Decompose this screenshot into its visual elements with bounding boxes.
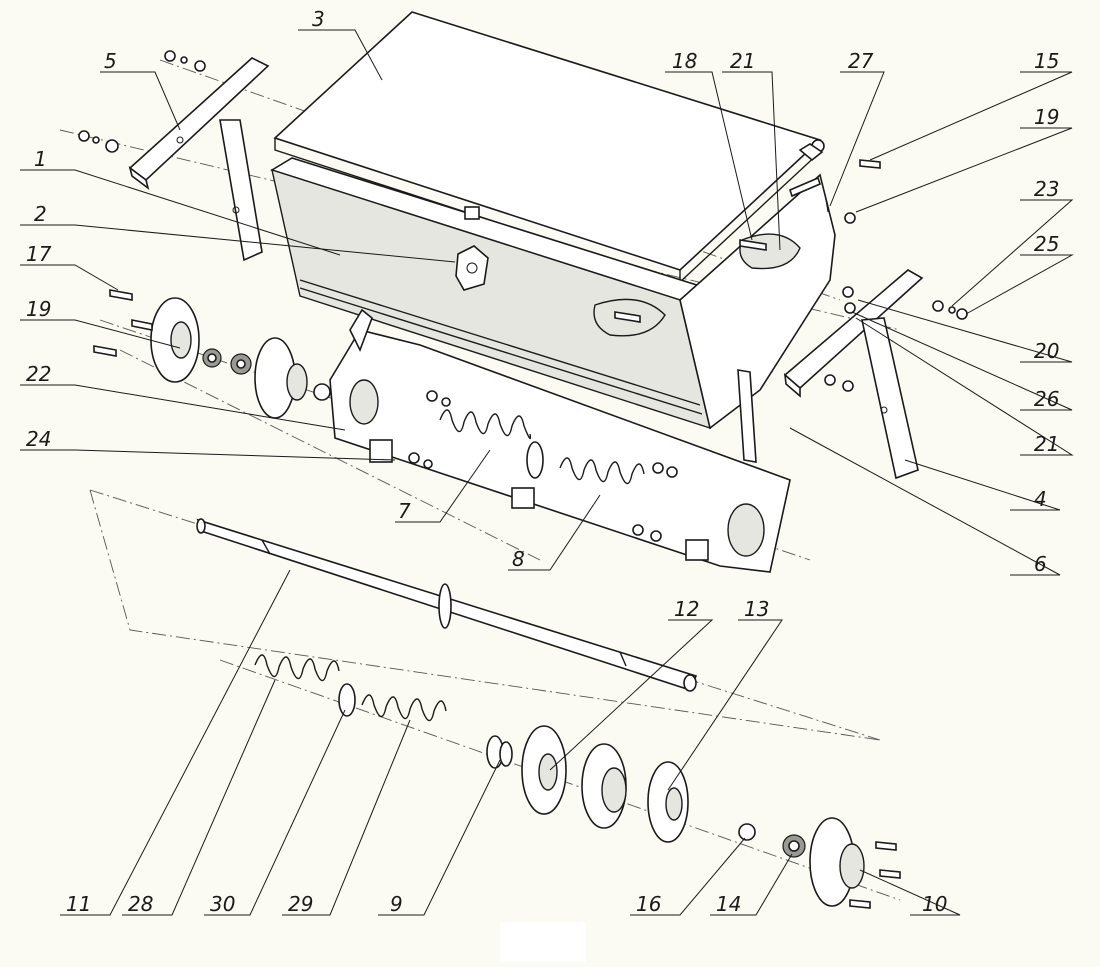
callout-5: 5 [104,49,117,73]
callout-31: 30 [210,892,235,916]
callout-12: 12 [674,597,699,621]
callout-leaders [20,29,1074,916]
callout-19-left: 19 [26,297,51,321]
right-pieces [789,143,829,213]
callout-10: 10 [922,892,947,916]
callout-3: 3 [312,7,325,31]
callout-6: 6 [1034,552,1047,576]
bolts [93,159,901,909]
callout-18: 18 [672,49,697,73]
callout-14: 14 [716,892,741,916]
callout-22: 21 [730,49,755,73]
springs-upper [439,409,645,485]
callout-23: 22 [26,362,51,386]
callout-13: 13 [744,597,769,621]
callout-25: 24 [26,427,51,451]
callout-4: 4 [1034,487,1047,511]
part-hopper [270,157,836,430]
callout-7: 7 [398,499,411,523]
callout-2: 2 [34,202,47,226]
part-left-flange [150,297,331,419]
part-shaft [196,518,698,692]
callout-26: 25 [1034,232,1059,256]
callout-21: 21 [1034,432,1059,456]
callout-28: 27 [848,49,874,73]
springs-lower [254,654,447,722]
callout-19-right: 19 [1034,105,1059,129]
callout-16: 16 [636,892,661,916]
nuts-washers [78,50,968,542]
part-latch [455,245,489,291]
part-bracket-left [128,57,270,262]
callout-29: 28 [128,892,153,916]
callout-30: 29 [288,892,313,916]
callout-27: 26 [1034,387,1059,411]
callout-15: 15 [1034,49,1059,73]
callout-8: 8 [512,547,525,571]
callout-9: 9 [390,892,403,916]
callout-17: 17 [26,242,52,266]
callout-24: 23 [1034,177,1059,201]
callout-1: 1 [34,147,47,171]
callout-11: 11 [66,892,91,916]
blank-patch [500,922,586,962]
part-bracket-right [783,269,924,480]
lower-right-parts [486,725,865,907]
callout-labels: 3 5 1 2 17 19 22 24 18 21 27 15 19 23 25… [26,7,1059,916]
callout-20: 20 [1034,339,1059,363]
part-trough [329,308,791,573]
